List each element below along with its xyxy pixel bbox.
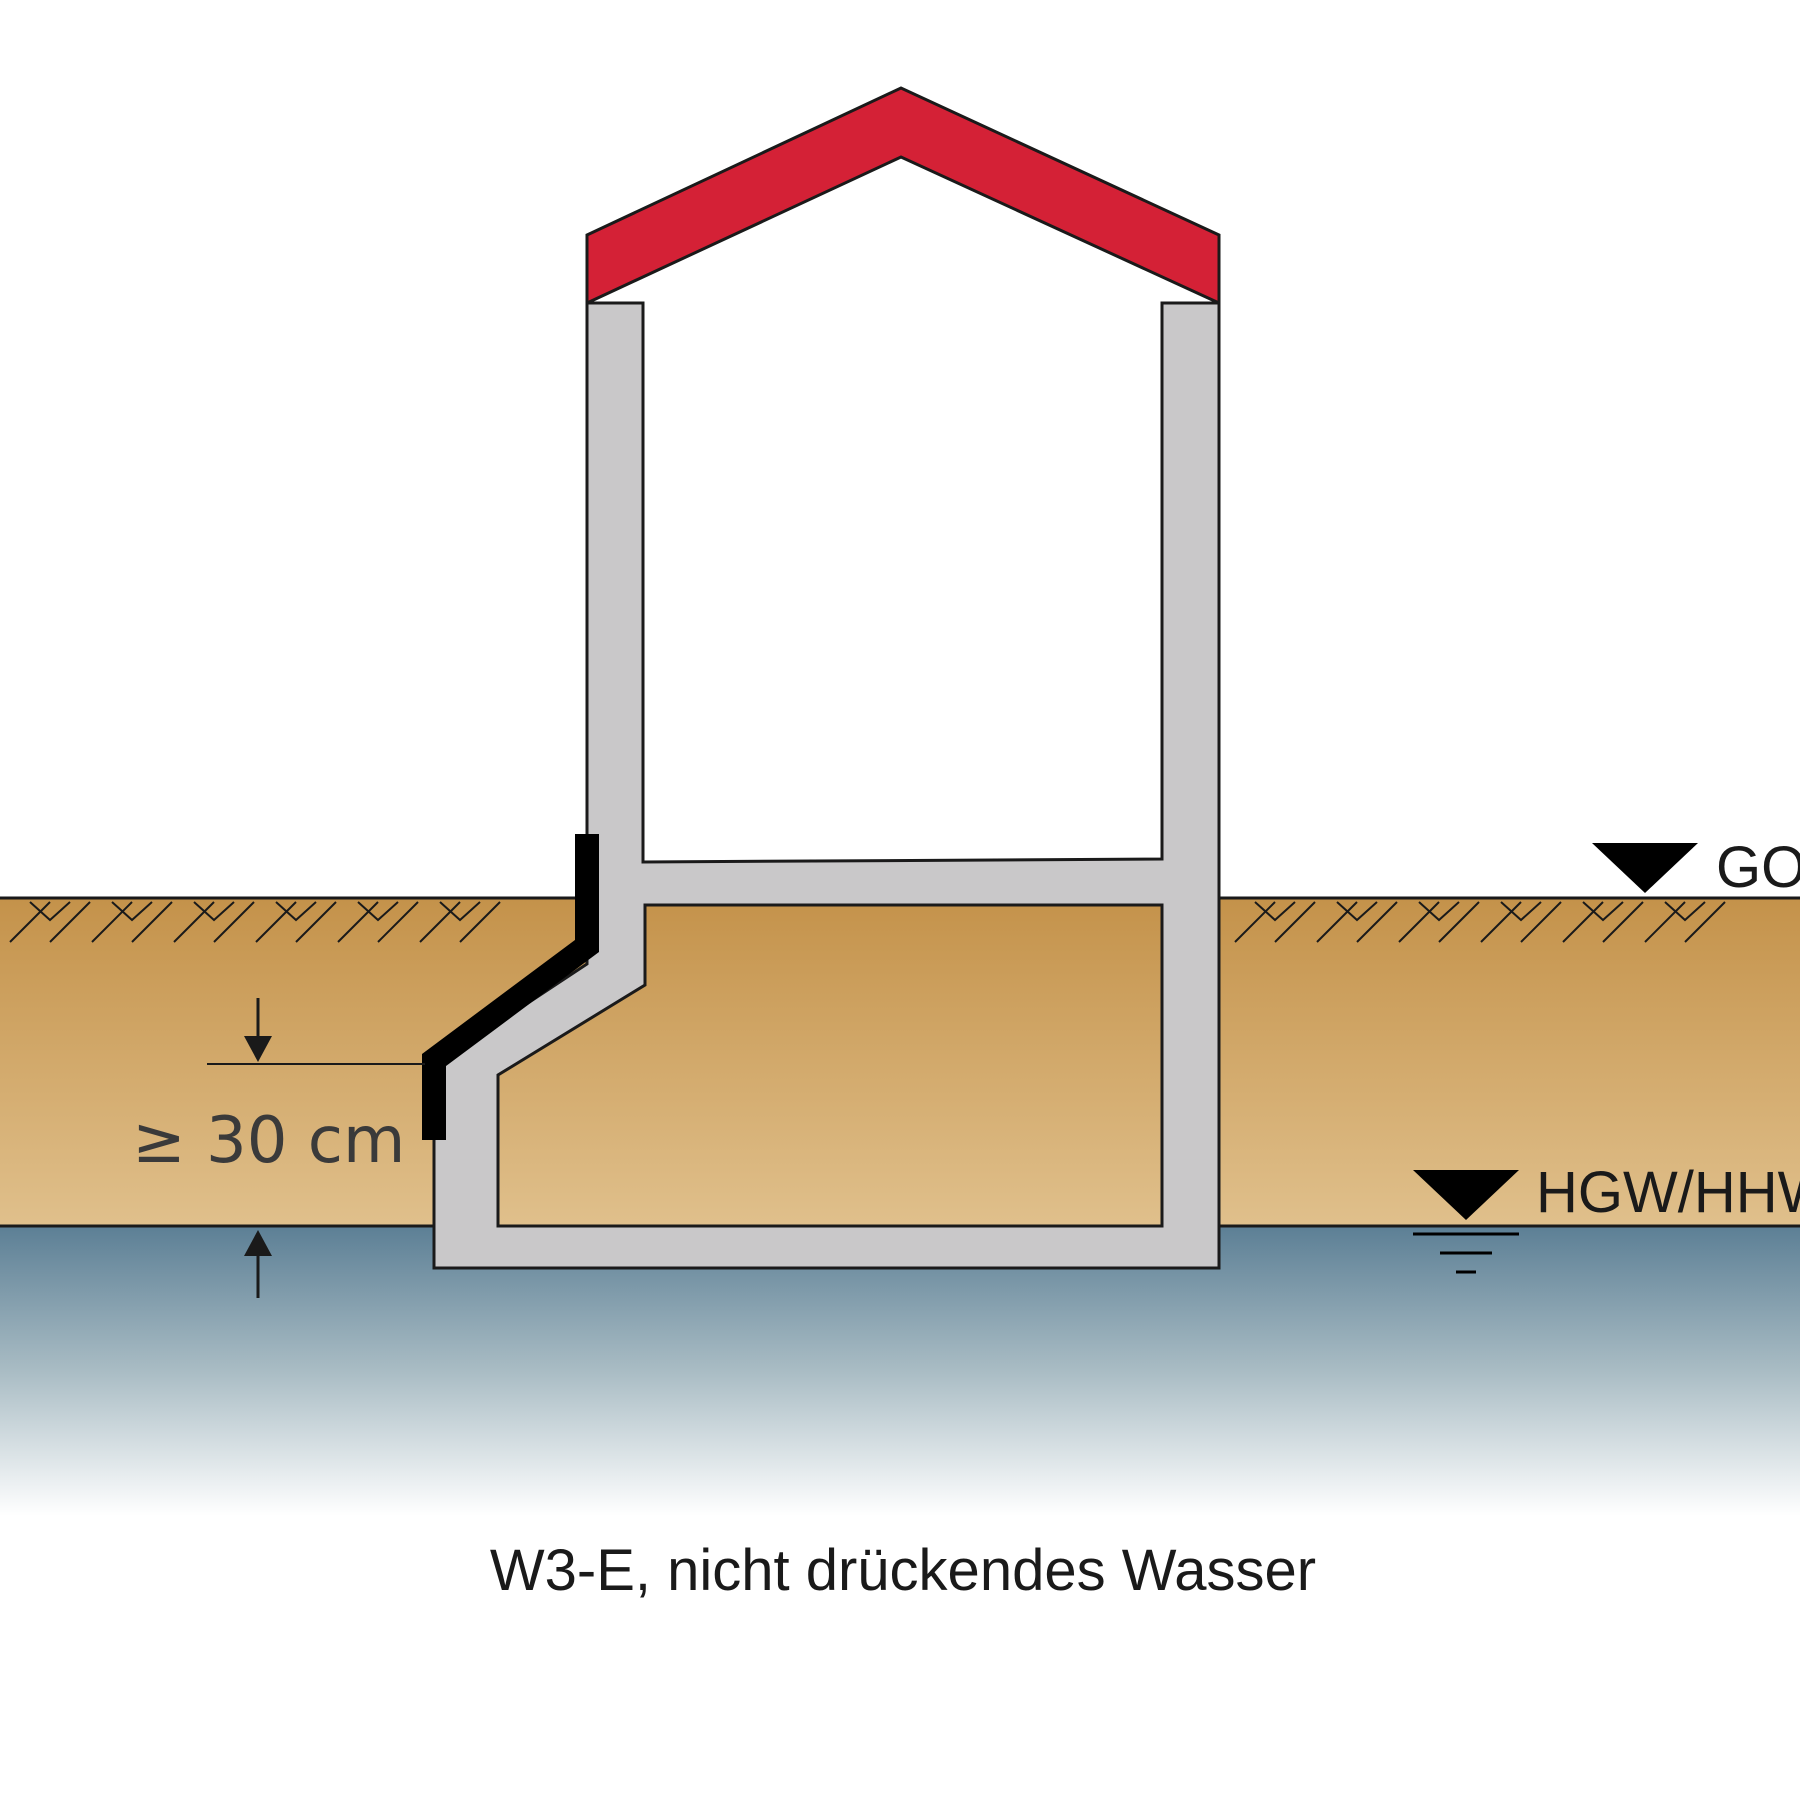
- hatch-mark: [111, 901, 153, 922]
- dimension-label: ≥ 30 cm: [132, 1104, 405, 1178]
- hatch-mark: [193, 901, 235, 922]
- hatch-mark: [439, 901, 481, 922]
- waterproofing-membrane: [422, 834, 599, 1140]
- hatch-mark: [337, 901, 419, 943]
- hatch-mark: [1254, 901, 1296, 922]
- hatch-mark: [419, 901, 501, 943]
- hatch-mark: [255, 901, 337, 943]
- hatch-mark: [1582, 901, 1624, 922]
- ground-level-marker-icon: [1592, 843, 1698, 893]
- hatch-mark: [357, 901, 399, 922]
- hatch-mark: [1398, 901, 1480, 943]
- hatch-mark: [173, 901, 255, 943]
- dimension-annotation: [207, 998, 425, 1298]
- hatch-mark: [1234, 901, 1316, 943]
- hatch-mark: [29, 901, 71, 922]
- hatch-mark: [91, 901, 173, 943]
- arrow-up-icon: [244, 1230, 272, 1256]
- hatch-mark: [1336, 901, 1378, 922]
- groundwater-zone: [0, 1226, 1800, 1516]
- roof: [585, 86, 1221, 306]
- soil-hatching: [9, 901, 1726, 943]
- diagram-caption: W3-E, nicht drückendes Wasser: [490, 1538, 1316, 1603]
- groundwater-level-marker-icon: [1413, 1170, 1519, 1220]
- hatch-mark: [1480, 901, 1562, 943]
- hatch-mark: [1500, 901, 1542, 922]
- hatch-mark: [275, 901, 317, 922]
- hatch-mark: [1664, 901, 1706, 922]
- groundwater-level-label: HGW/HHW: [1536, 1160, 1800, 1225]
- hatch-mark: [1562, 901, 1644, 943]
- hatch-mark: [1316, 901, 1398, 943]
- hatch-mark: [1418, 901, 1460, 922]
- ground-level-label: GO: [1716, 835, 1800, 900]
- hatch-mark: [9, 901, 91, 943]
- arrow-down-icon: [244, 1036, 272, 1062]
- hatch-mark: [1644, 901, 1726, 943]
